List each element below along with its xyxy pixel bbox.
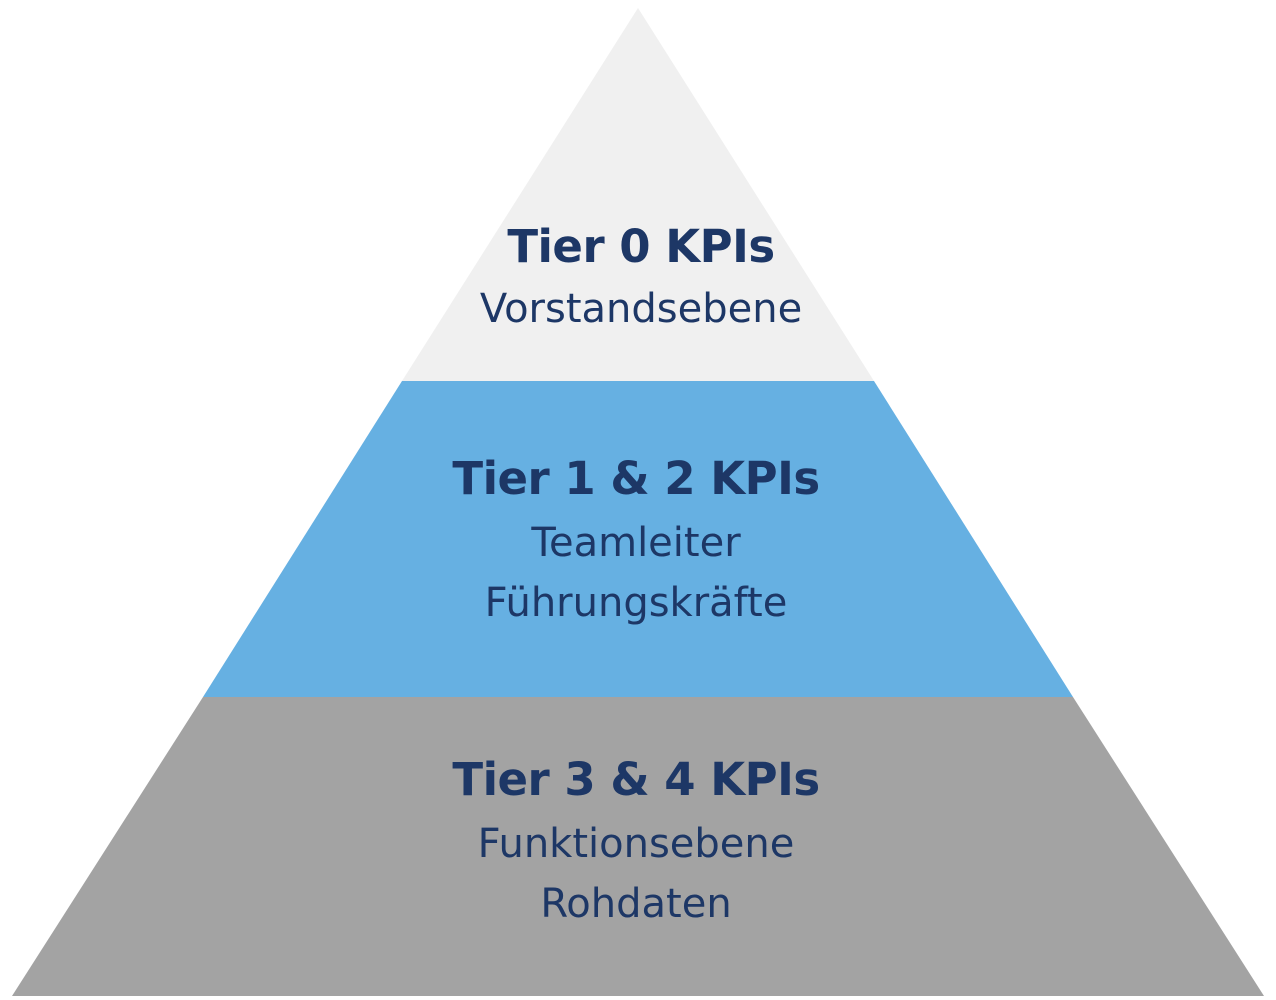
tier-0-title: Tier 0 KPIs bbox=[507, 220, 774, 273]
tier-1-2-segment bbox=[203, 381, 1073, 697]
tier-3-4-line-2: Rohdaten bbox=[540, 881, 731, 927]
tier-0-segment bbox=[402, 8, 874, 381]
tier-1-2-title: Tier 1 & 2 KPIs bbox=[452, 452, 819, 505]
tier-3-4-title: Tier 3 & 4 KPIs bbox=[452, 753, 819, 806]
tier-3-4-line-1: Funktionsebene bbox=[478, 821, 795, 867]
tier-0-line-1: Vorstandsebene bbox=[480, 286, 802, 332]
tier-3-4-segment bbox=[12, 697, 1264, 996]
tier-1-2-line-1: Teamleiter bbox=[530, 520, 741, 566]
tier-1-2-line-2: Führungskräfte bbox=[485, 580, 788, 626]
